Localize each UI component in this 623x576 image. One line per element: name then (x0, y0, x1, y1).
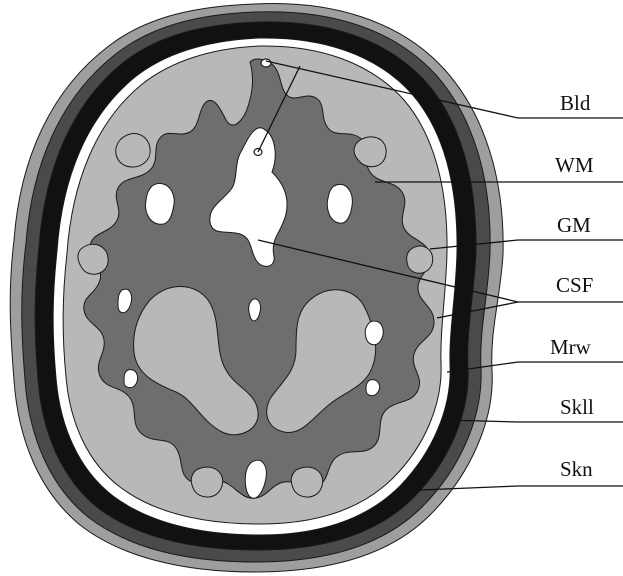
label-mrw: Mrw (550, 335, 592, 359)
label-bld: Bld (560, 91, 591, 115)
blood-vessel-sinus (261, 59, 271, 67)
label-gm: GM (557, 213, 591, 237)
label-csf: CSF (556, 273, 593, 297)
label-skll: Skll (560, 395, 594, 419)
label-skn: Skn (560, 457, 593, 481)
label-wm: WM (555, 153, 594, 177)
